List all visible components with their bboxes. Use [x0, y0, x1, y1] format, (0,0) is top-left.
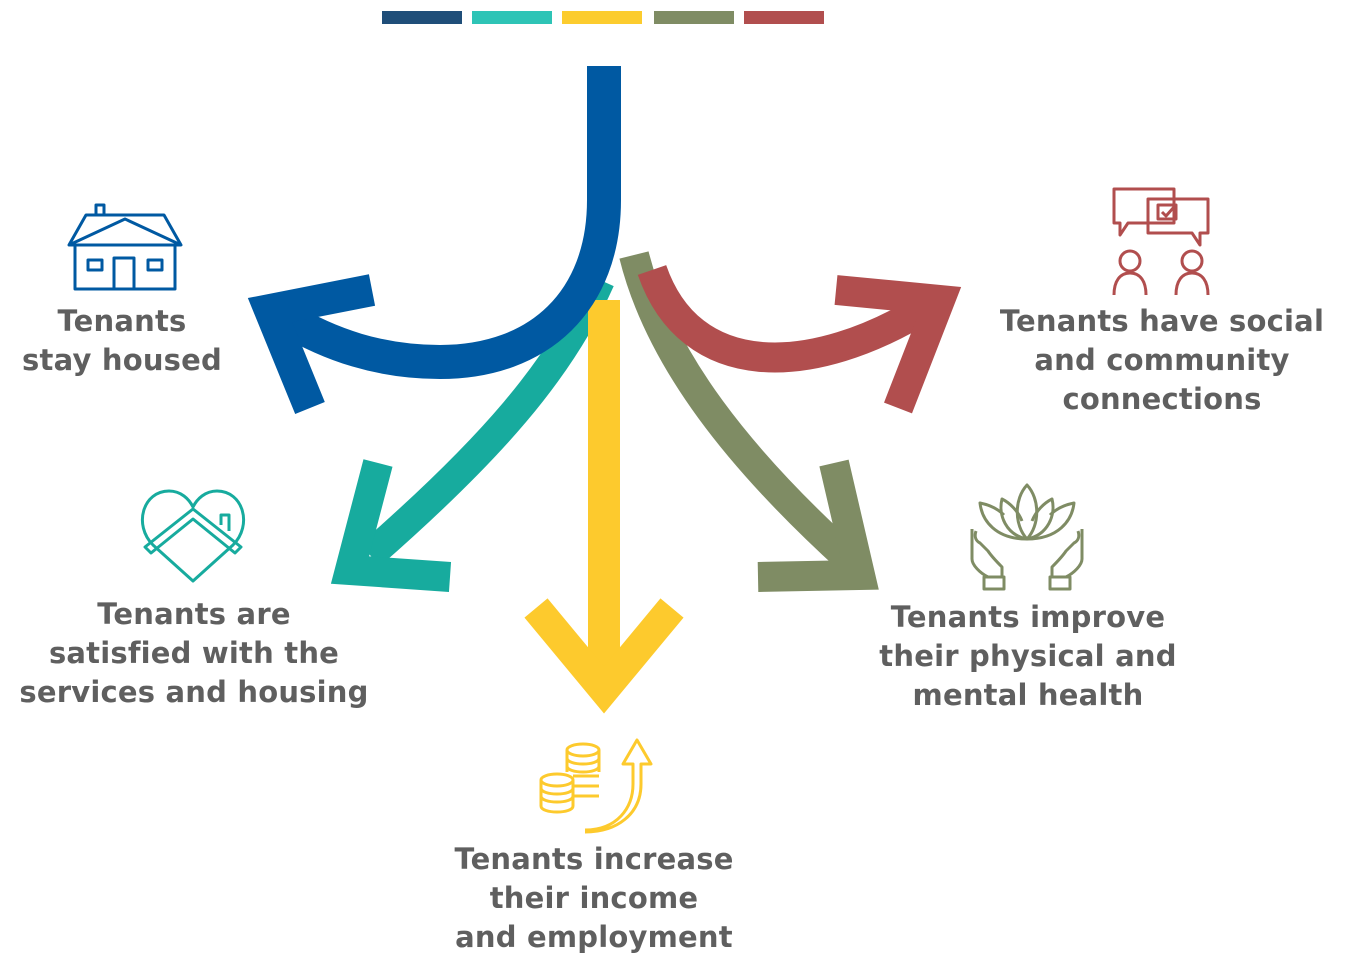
label-line: and community [1034, 343, 1290, 377]
people-chat-icon [1112, 187, 1210, 296]
label-line: their income [489, 881, 699, 915]
yellow-arrowhead [524, 598, 684, 714]
label-line: services and housing [19, 675, 369, 709]
teal-arrowhead [330, 459, 452, 592]
label-line: Tenants increase [454, 842, 734, 876]
label-line: Tenants are [97, 597, 291, 631]
green-arrowhead [757, 459, 879, 592]
lotus-hands-icon [970, 483, 1084, 591]
outcome-label-stay-housed: Tenants stay housed [0, 302, 244, 380]
color-bar-dark-blue [382, 11, 462, 24]
coins-growth-icon [539, 738, 653, 834]
color-bar-green [654, 11, 734, 24]
label-line: their physical and [879, 639, 1177, 673]
label-line: connections [1062, 382, 1262, 416]
outcome-label-health: Tenants improve their physical and menta… [858, 598, 1198, 715]
color-bar-yellow [562, 11, 642, 24]
outcome-label-social: Tenants have social and community connec… [982, 302, 1342, 419]
heart-house-icon [141, 489, 245, 583]
house-icon [67, 203, 183, 291]
outcome-label-satisfied: Tenants are satisfied with the services … [0, 595, 388, 712]
label-line: Tenants [57, 304, 187, 338]
label-line: satisfied with the [48, 636, 340, 670]
label-line: Tenants improve [890, 600, 1166, 634]
red-arrowhead [834, 275, 962, 414]
label-line: Tenants have social [999, 304, 1325, 338]
outcome-label-income: Tenants increase their income and employ… [420, 840, 768, 957]
color-bar-teal [472, 11, 552, 24]
blue-arrow [276, 66, 621, 380]
label-line: and employment [455, 920, 733, 954]
color-bar-red [744, 11, 824, 24]
label-line: stay housed [22, 343, 222, 377]
label-line: mental health [912, 678, 1144, 712]
blue-arrowhead [247, 274, 376, 415]
red-arrow [637, 264, 938, 373]
